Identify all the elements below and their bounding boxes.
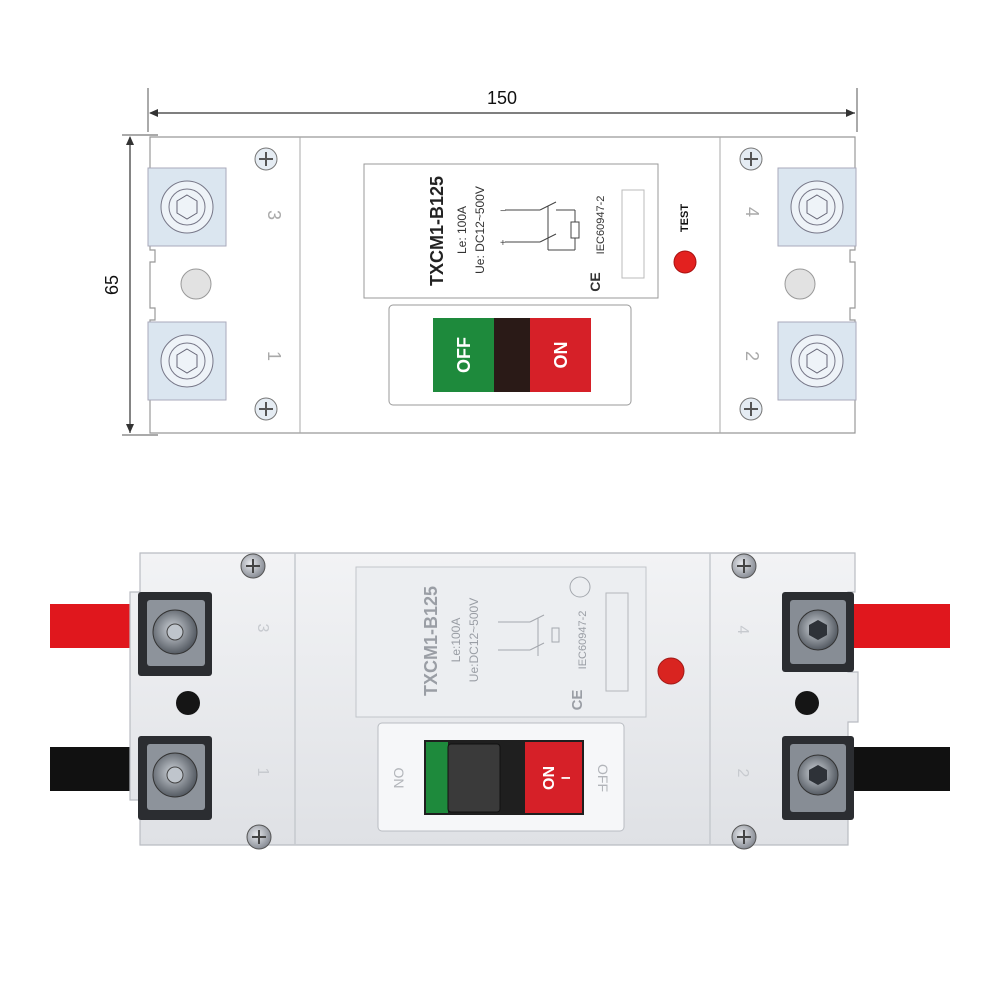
- screw-icon: [731, 824, 757, 850]
- off-segment[interactable]: [426, 742, 448, 813]
- terminal-number-2: 2: [742, 351, 762, 361]
- screw-icon: [240, 553, 266, 579]
- standard-label: IEC60947-2: [595, 196, 607, 255]
- width-dimension-label: 150: [487, 88, 517, 108]
- ce-mark: CE: [569, 690, 586, 711]
- model-name: TXCM1-B125: [421, 586, 441, 696]
- side-off-label: OFF: [595, 764, 611, 792]
- height-dimension-label: 65: [102, 275, 122, 295]
- terminal-number-3: 3: [254, 624, 271, 633]
- mount-hole-left: [176, 691, 200, 715]
- screw-icon: [254, 147, 278, 171]
- handle-segment[interactable]: [447, 743, 501, 813]
- on-segment[interactable]: [525, 742, 582, 813]
- model-name: TXCM1-B125: [427, 176, 447, 286]
- mount-hole-right: [795, 691, 819, 715]
- off-segment[interactable]: [433, 318, 494, 392]
- terminal-number-3: 3: [264, 210, 284, 220]
- rating-label-panel: [355, 566, 647, 718]
- handle-segment[interactable]: [494, 318, 530, 392]
- svg-text:+: +: [500, 238, 506, 249]
- handle-on-label: ON: [541, 766, 558, 790]
- screw-icon: [254, 397, 278, 421]
- standard-label: IEC60947-2: [577, 611, 589, 670]
- terminal-number-1: 1: [264, 351, 284, 361]
- circuit-symbol: − +: [500, 201, 580, 251]
- on-segment[interactable]: [530, 318, 591, 392]
- svg-text:−: −: [500, 206, 506, 217]
- rated-current: Le: 100A: [455, 206, 469, 254]
- circuit-symbol: [498, 614, 560, 656]
- terminal-number-4: 4: [742, 207, 762, 217]
- off-label: OFF: [454, 337, 474, 373]
- screw-icon: [731, 553, 757, 579]
- rated-voltage: Ue:DC12~500V: [467, 598, 481, 682]
- handle-on-mark: I: [559, 776, 573, 779]
- rated-voltage: Ue: DC12~500V: [473, 186, 487, 274]
- on-label: ON: [551, 342, 571, 369]
- technical-drawing: 150 65 3 1: [102, 88, 858, 436]
- test-button[interactable]: [657, 657, 685, 685]
- rating-label-panel: [363, 163, 659, 299]
- rated-current: Le:100A: [449, 618, 463, 663]
- mount-hole-left: [180, 268, 212, 300]
- terminal-number-4: 4: [734, 626, 751, 635]
- screw-icon: [739, 397, 763, 421]
- product-photo: 3 1 4 2 TXCM1-B125 Le:100A Ue:DC12~500V …: [50, 552, 950, 850]
- width-dimension: 150: [147, 88, 858, 132]
- ce-mark: CE: [587, 272, 603, 291]
- test-button[interactable]: [673, 250, 697, 274]
- height-dimension: 65: [102, 134, 158, 436]
- side-on-label: ON: [391, 768, 407, 789]
- screw-icon: [739, 147, 763, 171]
- screw-icon: [246, 824, 272, 850]
- terminal-number-2: 2: [734, 769, 751, 778]
- mount-hole-right: [784, 268, 816, 300]
- test-label: TEST: [679, 204, 691, 232]
- terminal-number-1: 1: [254, 768, 271, 777]
